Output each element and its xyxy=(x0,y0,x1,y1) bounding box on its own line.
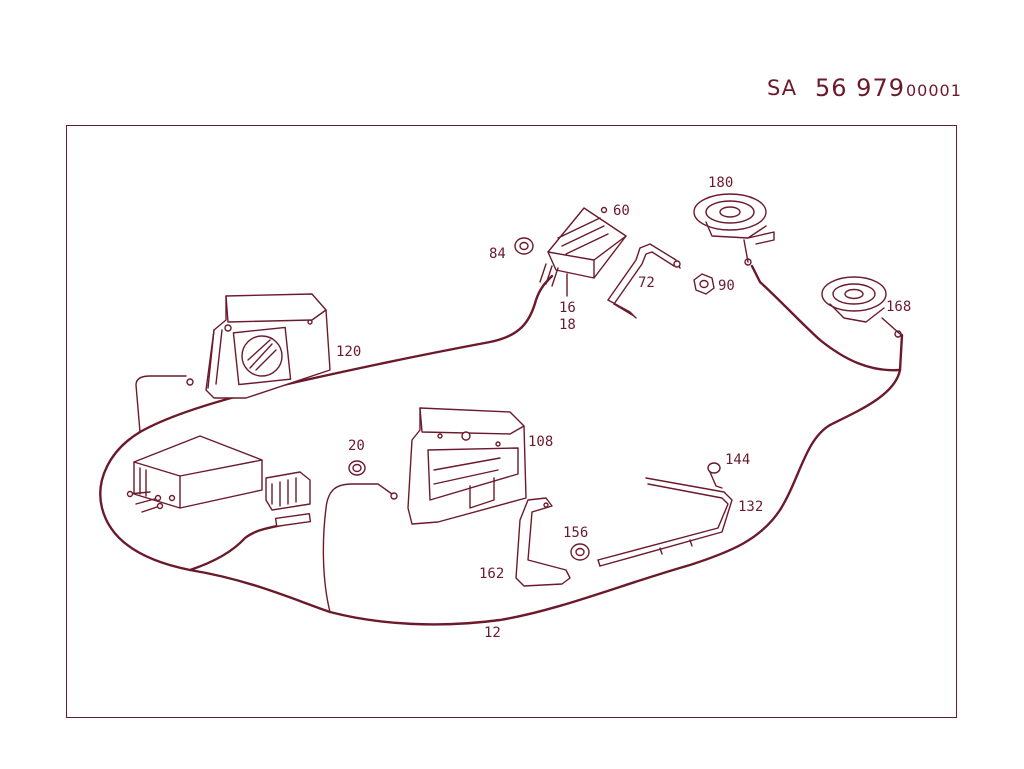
amplifier-unit xyxy=(539,206,627,287)
grommet-20 xyxy=(348,460,366,476)
speaker-housing-center xyxy=(407,407,527,525)
screw-144 xyxy=(707,462,723,489)
callout-156: 156 xyxy=(563,525,588,541)
callout-120: 120 xyxy=(336,344,361,360)
callout-132: 132 xyxy=(738,499,763,515)
drawing-sheet-code: 00001 xyxy=(906,81,962,100)
drawing-prefix: SA xyxy=(767,76,798,100)
speaker-180 xyxy=(693,193,775,263)
callout-18: 18 xyxy=(559,317,576,333)
grommet-156 xyxy=(570,543,590,561)
callout-12: 12 xyxy=(484,625,501,641)
speaker-box-rear-left xyxy=(205,293,331,399)
callout-84: 84 xyxy=(489,246,506,262)
callout-72: 72 xyxy=(638,275,655,291)
callout-162: 162 xyxy=(479,566,504,582)
radio-unit xyxy=(126,435,263,513)
drawing-header: SA 56 979 00001 xyxy=(0,0,1024,110)
callout-90: 90 xyxy=(718,278,735,294)
connector-block xyxy=(265,471,312,528)
drawing-frame xyxy=(66,125,957,718)
wiring-harness xyxy=(99,258,904,626)
callout-60: 60 xyxy=(613,203,630,219)
bracket-72 xyxy=(607,243,681,319)
nut-90 xyxy=(693,273,715,295)
callout-108: 108 xyxy=(528,434,553,450)
callout-labels: 12 16 18 20 60 72 84 90 108 120 132 144 … xyxy=(336,175,911,641)
callout-20: 20 xyxy=(348,438,365,454)
nut-84 xyxy=(514,237,534,255)
trim-strip-132 xyxy=(597,477,733,567)
bracket-162 xyxy=(515,497,571,587)
callout-16: 16 xyxy=(559,300,576,316)
callout-168: 168 xyxy=(886,299,911,315)
speaker-168 xyxy=(821,276,901,335)
callout-180: 180 xyxy=(708,175,733,191)
callout-144: 144 xyxy=(725,452,750,468)
drawing-number: 56 979 xyxy=(815,74,905,102)
